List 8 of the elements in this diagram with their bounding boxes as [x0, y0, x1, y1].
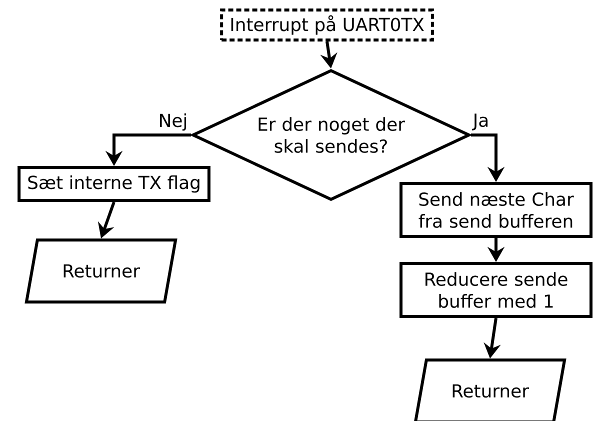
output-parallelogram: Returner: [24, 238, 178, 304]
start-box: Interrupt på UART0TX: [220, 8, 434, 42]
process-box: Reducere sende buffer med 1: [400, 262, 592, 318]
edge-label: Ja: [472, 112, 490, 132]
process-box: Sæt interne TX flag: [18, 166, 210, 202]
output-parallelogram: Returner: [414, 358, 566, 421]
process-box: Send næste Char fra send bufferen: [400, 182, 592, 238]
edge-label: Nej: [157, 112, 189, 132]
